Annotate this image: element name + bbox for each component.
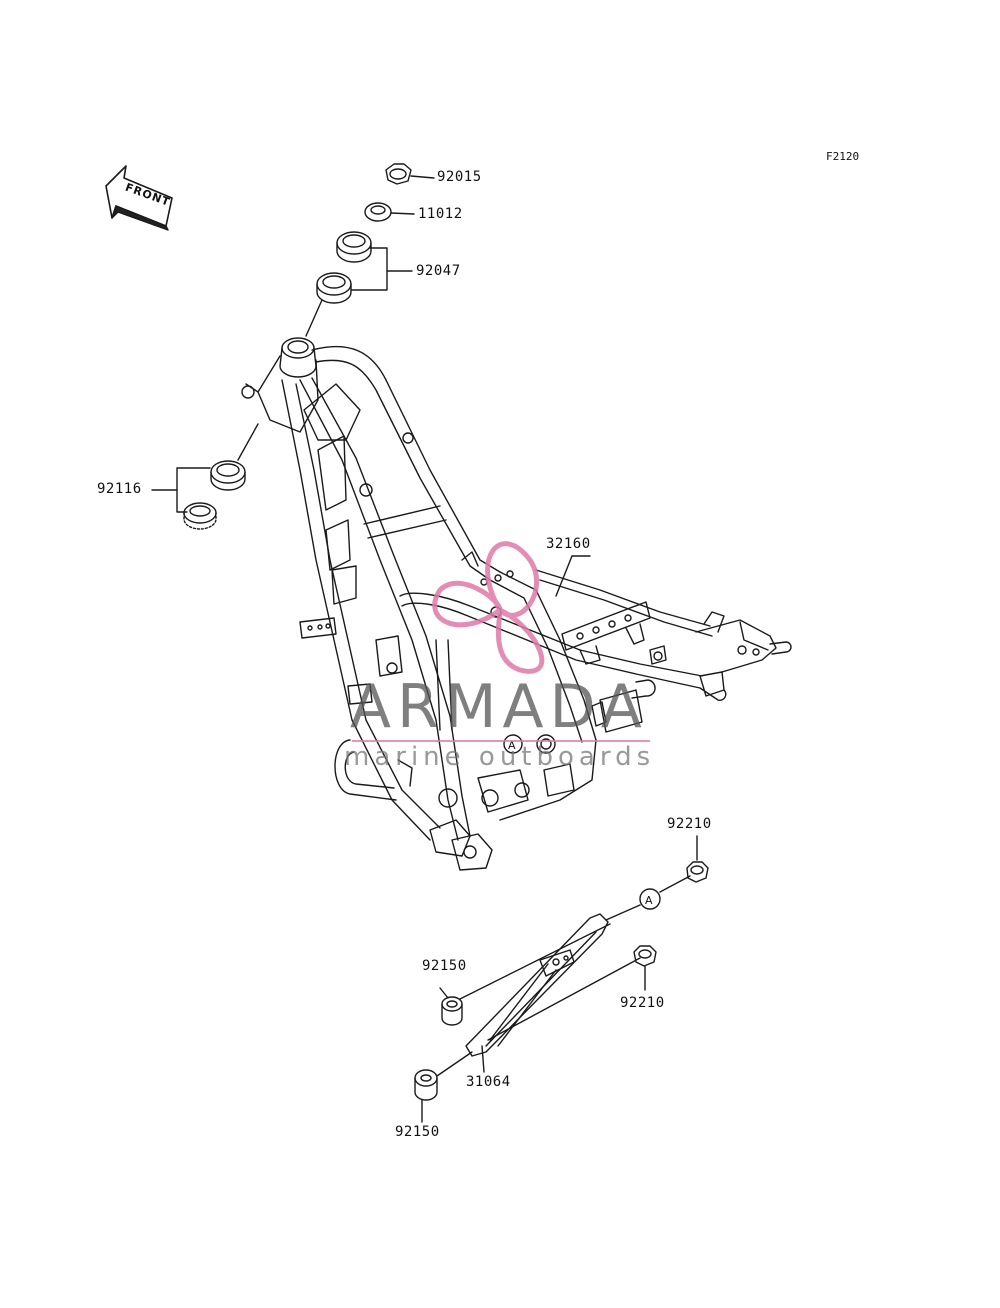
bearing-92047-icon bbox=[305, 231, 413, 337]
part-label-92210-mid: 92210 bbox=[620, 995, 665, 1011]
nut-92015-icon bbox=[385, 163, 435, 185]
part-label-92116: 92116 bbox=[97, 481, 142, 497]
bracket-31064-icon: A bbox=[414, 835, 709, 1123]
part-label-32160: 32160 bbox=[546, 536, 591, 552]
watermark-name: ARMADA bbox=[350, 672, 648, 742]
part-label-92210-top: 92210 bbox=[667, 816, 712, 832]
part-label-92047: 92047 bbox=[416, 263, 461, 279]
watermark-logo-icon bbox=[432, 541, 545, 674]
part-label-92150-upper: 92150 bbox=[422, 958, 467, 974]
part-label-11012: 11012 bbox=[418, 206, 463, 222]
bearing-92116-icon bbox=[151, 423, 259, 530]
svg-text:A: A bbox=[508, 739, 516, 752]
part-label-31064: 31064 bbox=[466, 1074, 511, 1090]
part-label-92015: 92015 bbox=[437, 169, 482, 185]
part-label-92150-lower: 92150 bbox=[395, 1124, 440, 1140]
svg-text:A: A bbox=[645, 894, 653, 907]
frame-32160-icon: A bbox=[241, 337, 792, 871]
washer-11012-icon bbox=[364, 202, 415, 222]
watermark-subtitle: marine outboards bbox=[344, 742, 656, 772]
front-arrow-icon: FRONT bbox=[105, 165, 173, 231]
figure-code: F2120 bbox=[826, 150, 860, 163]
